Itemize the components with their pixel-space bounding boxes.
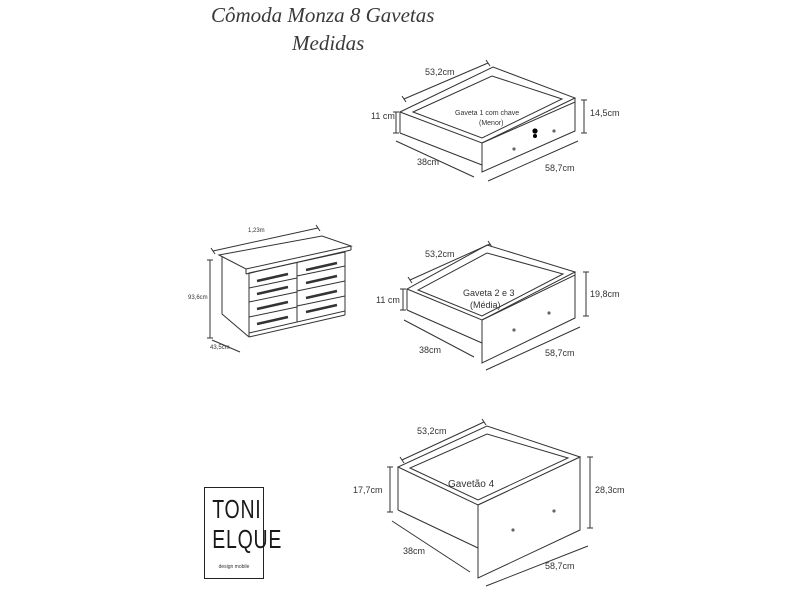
drawer-2-3-drawing — [400, 240, 589, 371]
drawer-2-3-width-label: 53,2cm — [425, 249, 455, 259]
drawer-4-side-height-label: 17,7cm — [353, 485, 383, 495]
drawer-2-3-front-height-label: 19,8cm — [590, 289, 620, 299]
logo-tagline: design mobile — [218, 564, 250, 570]
page-subtitle: Medidas — [292, 31, 365, 55]
drawer-2-3-front-width-label: 58,7cm — [545, 348, 575, 358]
drawer-4-name: Gavetão 4 — [448, 479, 495, 490]
page-title: Cômoda Monza 8 Gavetas — [211, 3, 435, 27]
drawer-4-width-label: 53,2cm — [417, 426, 447, 436]
drawer-4-drawing — [387, 418, 593, 587]
drawer-2-3-depth-label: 38cm — [419, 345, 442, 355]
dresser-width-label: 1,23m — [248, 228, 265, 234]
drawer-1-side-height-label: 11 cm — [371, 111, 395, 121]
dresser-drawing — [207, 224, 353, 353]
drawer-2-3-side-height-label: 11 cm — [376, 295, 400, 305]
dresser-depth-label: 43,5cm — [210, 345, 230, 351]
drawer-1-front-height-label: 14,5cm — [590, 108, 620, 118]
drawer-1-front-width-label: 58,7cm — [545, 163, 575, 173]
drawer-4-depth-label: 38cm — [403, 546, 426, 556]
drawer-2-3-size-note: (Média) — [470, 300, 501, 310]
drawer-2-3-name: Gaveta 2 e 3 — [463, 288, 515, 298]
drawer-1-depth-label: 38cm — [417, 157, 440, 167]
dresser-height-label: 93,6cm — [188, 295, 208, 301]
logo-line-1: TONI — [212, 494, 262, 524]
drawer-1-drawing — [393, 59, 587, 182]
logo-line-2: ELQUE — [212, 524, 283, 554]
brand-logo: TONI ELQUE design mobile — [204, 487, 283, 579]
drawer-4-front-width-label: 58,7cm — [545, 561, 575, 571]
drawer-1-name: Gaveta 1 com chave — [455, 110, 520, 117]
drawer-1-width-label: 53,2cm — [425, 67, 455, 77]
drawer-1-size-note: (Menor) — [479, 120, 504, 127]
drawer-4-front-height-label: 28,3cm — [595, 485, 625, 495]
